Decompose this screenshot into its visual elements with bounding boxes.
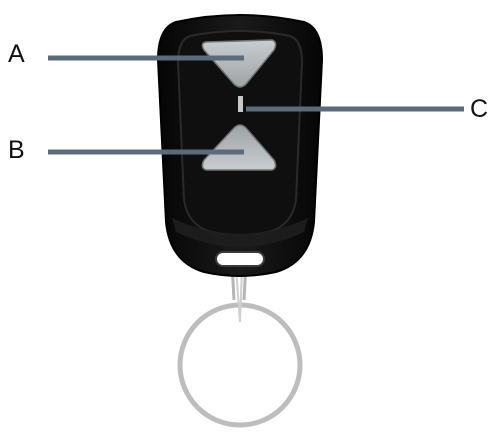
led-indicator-icon <box>238 96 243 112</box>
key-ring-slot <box>215 251 265 267</box>
callout-label-a: A <box>8 40 25 68</box>
callout-label-b: B <box>8 136 25 164</box>
leader-lines <box>48 55 464 155</box>
button-a[interactable] <box>201 39 277 88</box>
key-ring-icon <box>177 261 303 428</box>
up-arrow-button-icon[interactable] <box>201 39 277 88</box>
down-arrow-button-icon[interactable] <box>201 124 277 171</box>
callout-label-c: C <box>470 95 489 123</box>
button-b[interactable] <box>201 124 277 171</box>
